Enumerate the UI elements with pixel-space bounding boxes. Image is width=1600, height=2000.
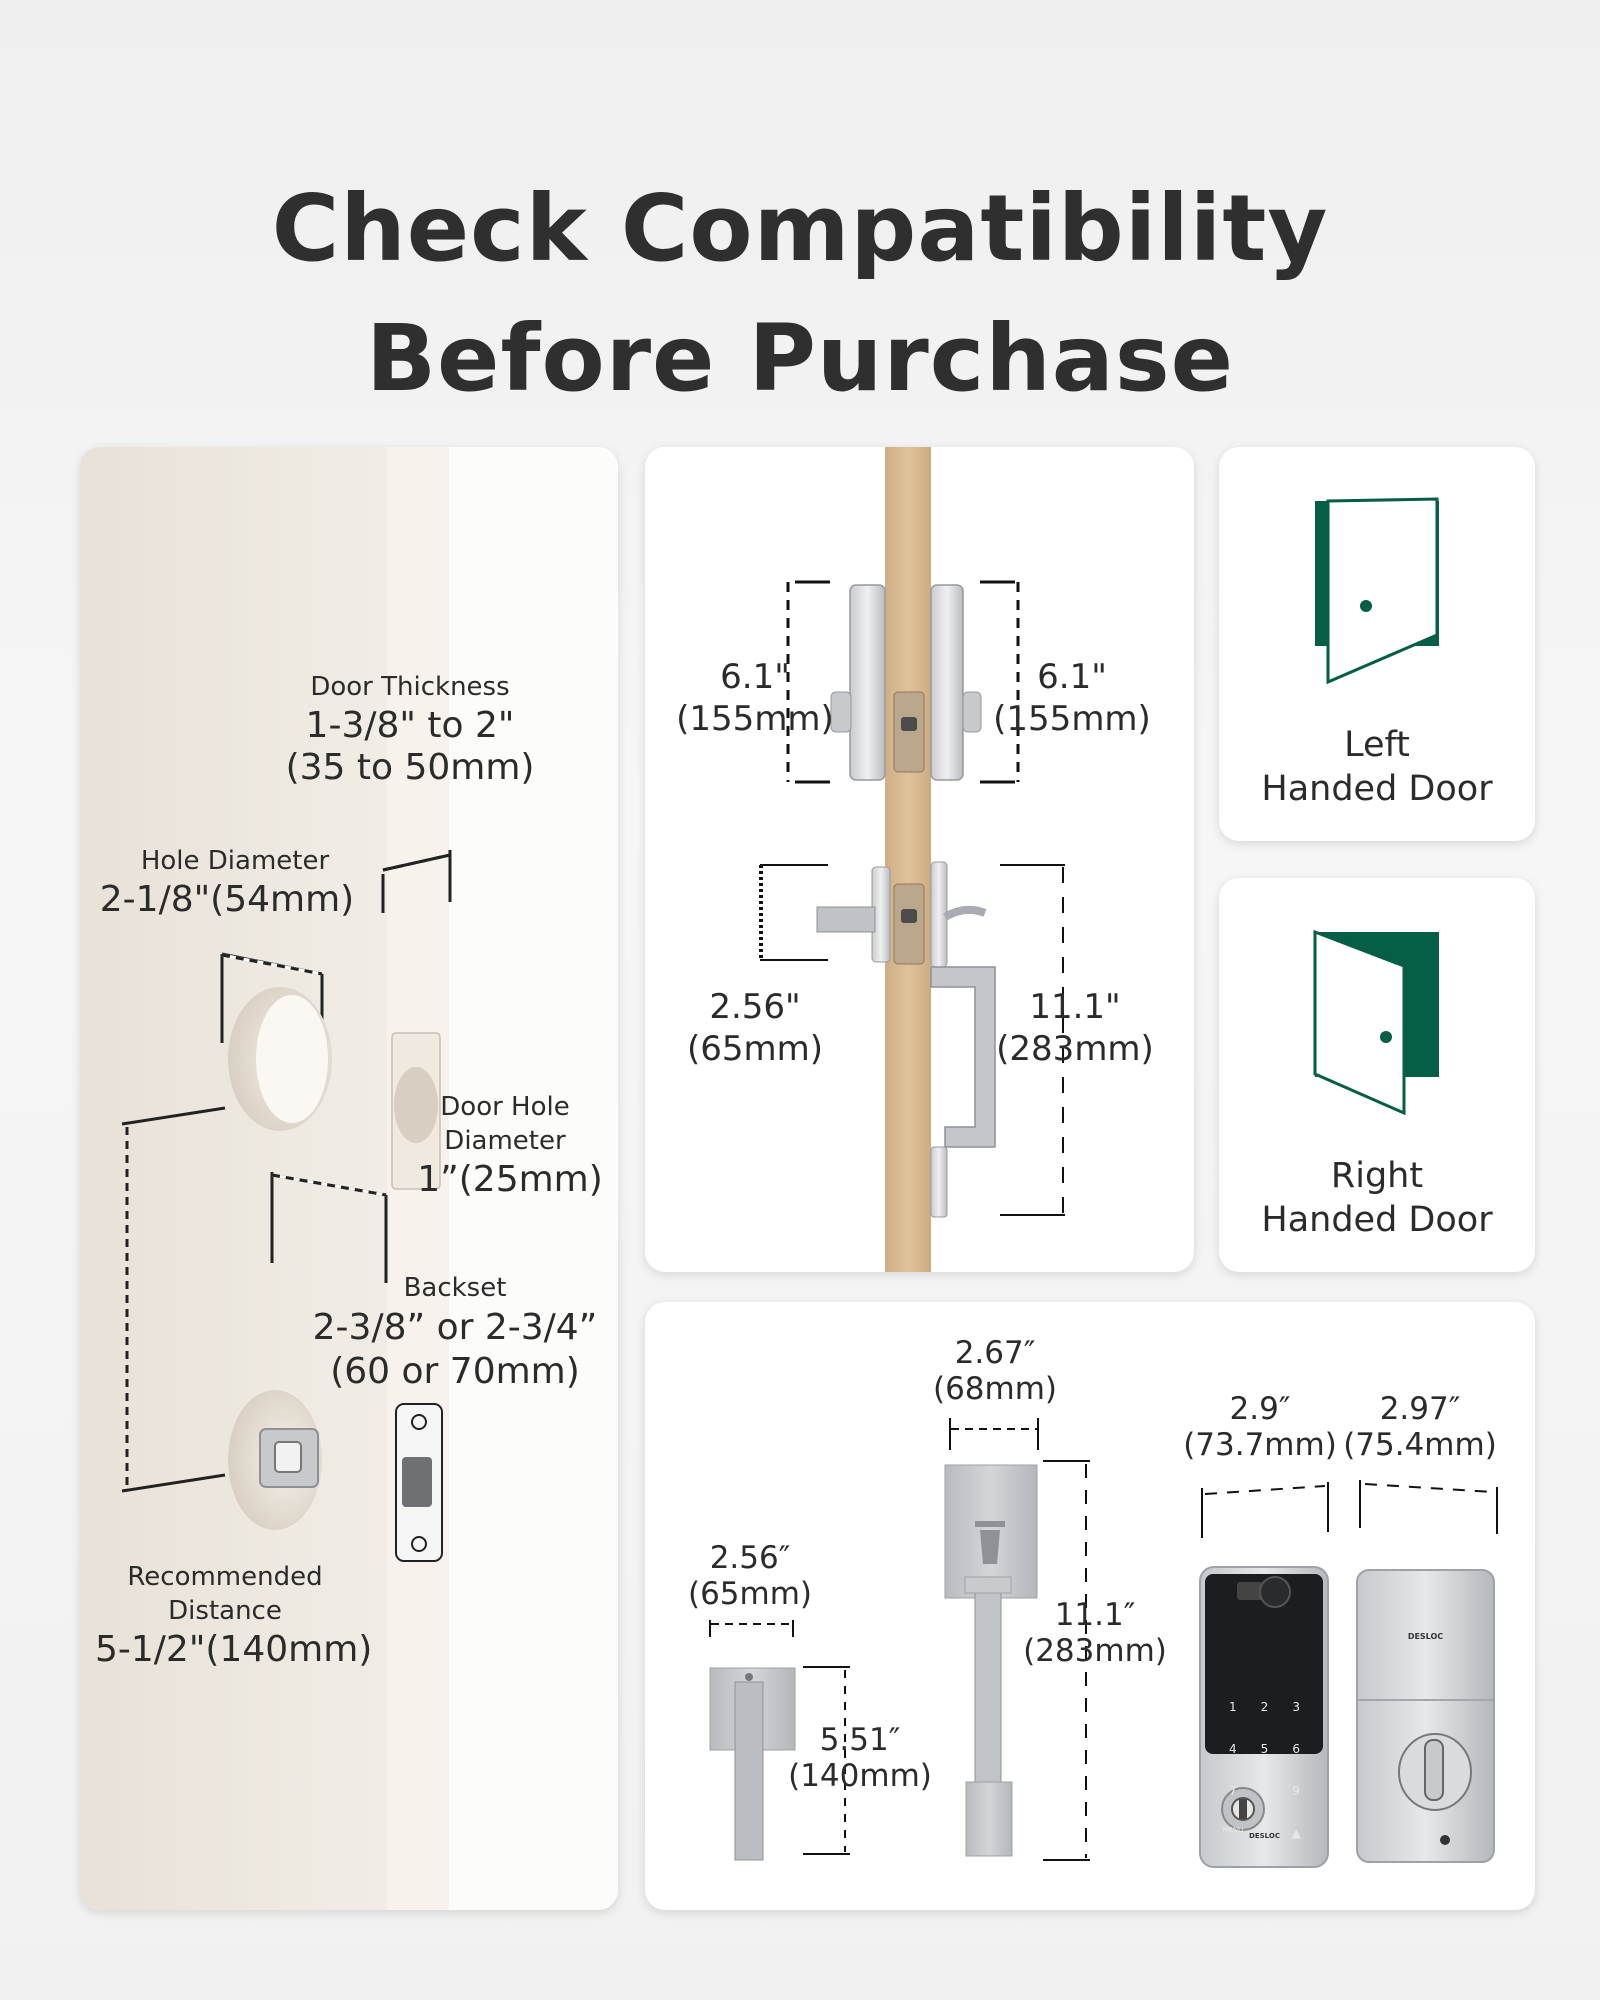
right-handed-line-1: Right <box>1330 1156 1424 1196</box>
key-menu: MENU <box>1222 1826 1244 1834</box>
keypad-width-metric: (73.7mm) <box>1183 1427 1337 1463</box>
key-4: 4 <box>1229 1742 1237 1756</box>
handle-projection-metric: (65mm) <box>686 1029 824 1069</box>
backset-metric: (60 or 70mm) <box>330 1351 580 1392</box>
backset-value: 2-3/8” or 2-3/4” <box>312 1307 598 1348</box>
keypad-width: 2.9″ <box>1229 1391 1291 1427</box>
key-0: 0 <box>1260 1826 1269 1840</box>
door-right-icon <box>1313 929 1439 1116</box>
door-thickness-value: 1-3/8" to 2" <box>305 705 515 746</box>
hole-diameter-label: Hole Diameter <box>140 846 330 876</box>
handle-height: 11.1" <box>1029 987 1121 1027</box>
key-1: 1 <box>1229 1700 1237 1714</box>
lever-width-metric: (65mm) <box>687 1576 813 1612</box>
door-prep-card: Door Thickness 1-3/8" to 2" (35 to 50mm)… <box>80 447 618 1910</box>
door-thickness-label: Door Thickness <box>310 672 510 702</box>
door-slab <box>885 447 931 1272</box>
distance-value: 5-1/2"(140mm) <box>95 1629 373 1670</box>
left-height: 6.1" <box>720 657 790 697</box>
left-handed-line-1: Left <box>1344 725 1410 765</box>
distance-label-2: Distance <box>168 1596 282 1626</box>
key-7: 7 <box>1229 1784 1237 1798</box>
handleset-height-metric: (283mm) <box>1023 1633 1167 1669</box>
right-handed-card: Right Handed Door <box>1219 878 1535 1272</box>
lever-height: 5.51″ <box>819 1722 901 1758</box>
hole-diameter-value: 2-1/8"(54mm) <box>99 879 355 920</box>
right-height: 6.1" <box>1037 657 1107 697</box>
door-hole-label-2: Diameter <box>444 1126 566 1156</box>
front-view-card: 1 2 3 4 5 6 7 8 9 MENU 0 ▲ DESLOC DESLOC… <box>645 1302 1535 1910</box>
handle-projection: 2.56" <box>709 987 801 1027</box>
key-lock: ▲ <box>1291 1826 1301 1840</box>
interior-width: 2.97″ <box>1379 1391 1461 1427</box>
page-title-line-1: Check Compatibility <box>271 175 1329 282</box>
keypad-brand: DESLOC <box>1249 1832 1280 1840</box>
right-height-metric: (155mm) <box>993 699 1151 739</box>
page-title-line-2: Before Purchase <box>365 305 1235 412</box>
handleset-width-metric: (68mm) <box>932 1371 1058 1407</box>
key-6: 6 <box>1292 1742 1300 1756</box>
lever-handle <box>734 1681 764 1861</box>
key-2: 2 <box>1260 1700 1269 1714</box>
door-hole-value: 1”(25mm) <box>417 1159 603 1200</box>
side-view-card: 6.1" (155mm) 6.1" (155mm) 2.56" (65mm) 1… <box>645 447 1194 1272</box>
distance-label-1: Recommended <box>127 1562 323 1592</box>
interior-brand: DESLOC <box>1407 1632 1444 1641</box>
handle-height-metric: (283mm) <box>996 1029 1154 1069</box>
side-view-diagram <box>759 447 1065 1272</box>
keypad-grid: 1 2 3 4 5 6 7 8 9 MENU 0 ▲ <box>1217 1700 1312 1860</box>
door-left-icon <box>1315 497 1439 685</box>
door-prep-diagram <box>80 447 618 1910</box>
key-3: 3 <box>1292 1700 1300 1714</box>
lever-height-metric: (140mm) <box>788 1758 932 1794</box>
handleset-width: 2.67″ <box>954 1335 1036 1371</box>
key-9: 9 <box>1292 1784 1300 1798</box>
left-height-metric: (155mm) <box>676 699 834 739</box>
left-handed-line-2: Handed Door <box>1261 769 1493 809</box>
interior-width-metric: (75.4mm) <box>1343 1427 1497 1463</box>
left-handed-card: Left Handed Door <box>1219 447 1535 841</box>
interior-lock <box>1356 1569 1495 1863</box>
handleset-height: 11.1″ <box>1054 1597 1136 1633</box>
door-thickness-metric: (35 to 50mm) <box>285 747 535 788</box>
front-view-diagram <box>709 1418 1498 1868</box>
backset-label: Backset <box>403 1273 507 1303</box>
door-hole-label-1: Door Hole <box>440 1092 570 1122</box>
key-8: 8 <box>1260 1784 1269 1798</box>
key-5: 5 <box>1260 1742 1269 1756</box>
right-handed-line-2: Handed Door <box>1261 1200 1493 1240</box>
door-face <box>80 447 387 1910</box>
lever-width: 2.56″ <box>709 1540 791 1576</box>
handleset-grip <box>974 1578 1002 1790</box>
